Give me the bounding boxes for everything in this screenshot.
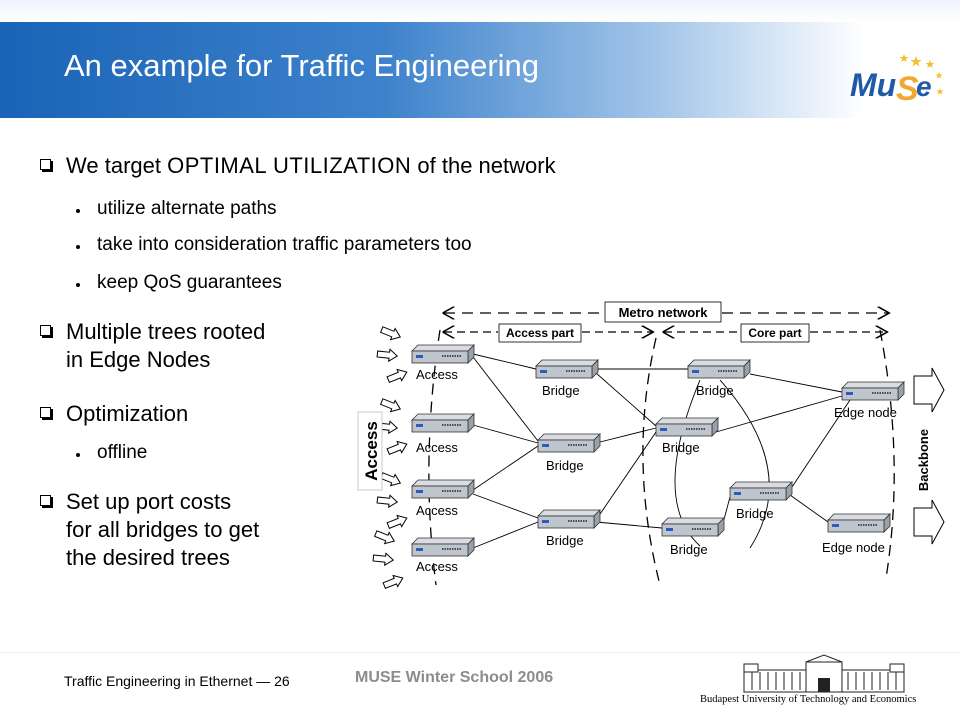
metro-network-label: Metro network xyxy=(619,305,709,320)
access-node-label: Access xyxy=(416,559,458,574)
bridge-label: Bridge xyxy=(542,383,580,398)
svg-text:S: S xyxy=(896,70,919,108)
top-strip xyxy=(0,0,960,22)
university-building-logo xyxy=(743,654,905,693)
footer-slide-info: Traffic Engineering in Ethernet — 26 xyxy=(64,673,290,689)
logo-stars xyxy=(899,54,944,95)
access-node-label: Access xyxy=(416,503,458,518)
logo-text: Mu xyxy=(850,67,896,103)
footer-event: MUSE Winter School 2006 xyxy=(355,669,554,686)
checkbox-bullet-icon xyxy=(40,159,51,170)
access-part-label: Access part xyxy=(506,326,574,340)
bridge-label: Bridge xyxy=(546,458,584,473)
backbone-arrow-icon xyxy=(913,367,945,413)
backbone-label: Backbone xyxy=(916,429,931,491)
access-node-label: Access xyxy=(416,367,458,382)
metro-network-diagram: Metro network Access part Core part xyxy=(357,301,945,592)
checkbox-bullet-icon xyxy=(40,325,51,336)
backbone-boundary-line xyxy=(879,329,895,579)
bridge-label: Bridge xyxy=(662,440,700,455)
dot-bullet-icon xyxy=(76,245,80,249)
backbone-arrow-icon xyxy=(913,499,945,545)
title-bar xyxy=(0,22,960,118)
access-part-dimension: Access part xyxy=(444,323,652,343)
metro-network-dimension: Metro network xyxy=(444,301,888,323)
dot-bullet-icon xyxy=(76,209,80,213)
checkbox-bullet-icon xyxy=(40,407,51,418)
bridge-label: Bridge xyxy=(670,542,708,557)
edge-node-label: Edge node xyxy=(822,540,885,555)
dot-bullet-icon xyxy=(76,283,80,287)
university-name: Budapest University of Technology and Ec… xyxy=(700,694,917,705)
core-part-dimension: Core part xyxy=(664,323,886,343)
access-node-label: Access xyxy=(416,440,458,455)
core-part-label: Core part xyxy=(748,326,801,340)
svg-text:e: e xyxy=(916,71,932,102)
access-side-label: Access xyxy=(362,421,381,481)
bridge-label: Bridge xyxy=(546,533,584,548)
checkbox-bullet-icon xyxy=(40,495,51,506)
bridge-label: Bridge xyxy=(736,506,774,521)
edge-node-label: Edge node xyxy=(834,405,897,420)
footer-divider xyxy=(0,652,960,653)
core-boundary-line xyxy=(642,337,661,586)
muse-logo: Mu S e xyxy=(850,54,944,108)
dot-bullet-icon xyxy=(76,453,80,457)
bridge-label: Bridge xyxy=(696,383,734,398)
slide-title: An example for Traffic Engineering xyxy=(64,48,540,83)
